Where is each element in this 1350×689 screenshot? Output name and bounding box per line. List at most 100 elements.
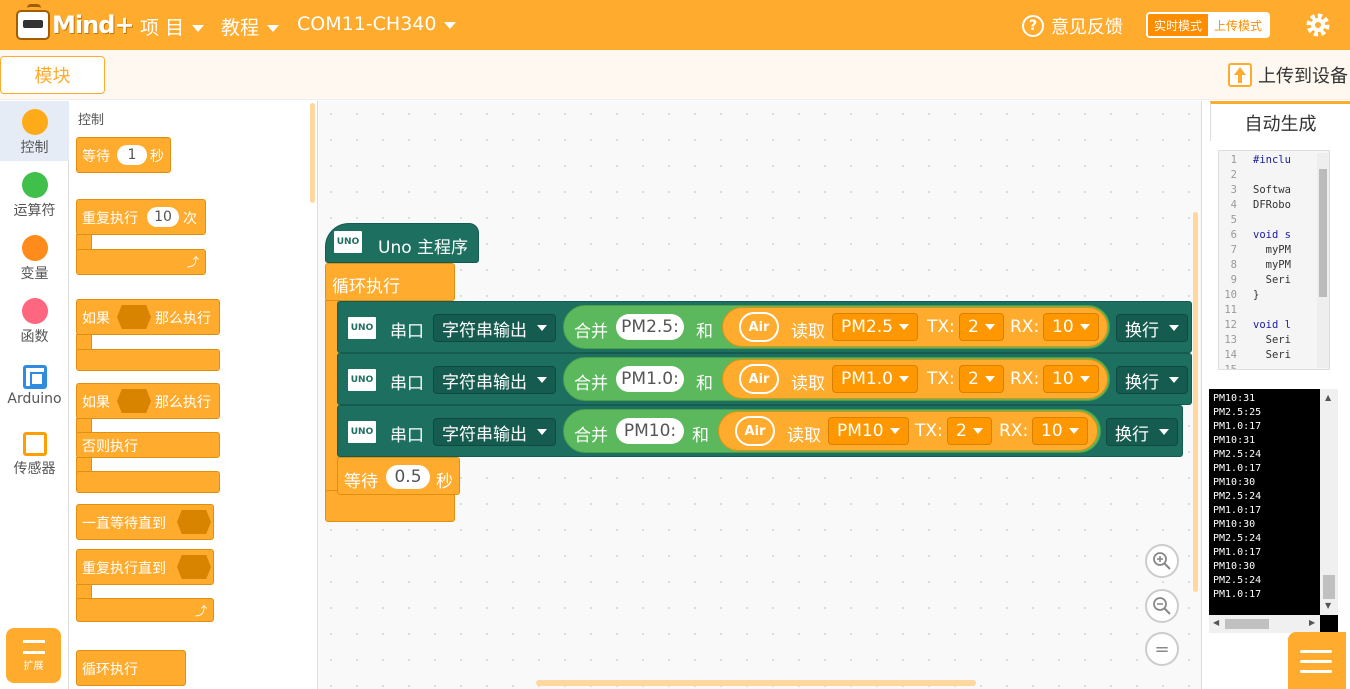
boolean-slot[interactable] (117, 389, 151, 413)
code-line: 11 (1219, 304, 1329, 319)
text-input[interactable]: PM1.0: (616, 366, 684, 392)
pm-type-dropdown[interactable]: PM10 (828, 417, 909, 445)
terminal-line: PM10:31 (1213, 393, 1256, 404)
extension-button[interactable]: 扩展 (6, 628, 61, 683)
mode-realtime-button[interactable]: 实时模式 (1148, 14, 1209, 36)
scroll-thumb[interactable] (1323, 575, 1335, 599)
palette-if-block[interactable]: 如果 那么执行 (76, 299, 220, 335)
code-line: 2 (1219, 169, 1329, 184)
serial-mode-dropdown[interactable]: 字符串输出 (433, 418, 556, 446)
zoom-in-button[interactable] (1145, 544, 1179, 578)
code-text (1253, 364, 1313, 369)
terminal-vertical-scrollbar[interactable]: ▲ ▼ (1320, 389, 1338, 615)
rx-pin-dropdown[interactable]: 10 (1043, 365, 1099, 393)
boolean-slot[interactable] (177, 510, 211, 534)
zoom-reset-button[interactable]: = (1145, 632, 1179, 666)
palette-if-else-block[interactable]: 如果 那么执行 (76, 383, 220, 419)
terminal-line: PM1.0:17 (1213, 589, 1262, 600)
terminal-line: PM2.5:24 (1213, 491, 1262, 502)
tab-auto-generate[interactable]: 自动生成 (1210, 101, 1350, 141)
dropdown-value: 2 (956, 421, 967, 441)
wait-input[interactable]: 1 (117, 145, 147, 165)
workspace-vertical-scrollbar[interactable] (1193, 212, 1198, 592)
serial-mode-dropdown[interactable]: 字符串输出 (433, 314, 556, 342)
zoom-out-button[interactable] (1145, 589, 1179, 623)
category-sensors[interactable]: 传感器 (0, 424, 69, 484)
wait-block[interactable]: 等待 0.5 秒 (337, 457, 460, 495)
join-block[interactable]: 合并 PM1.0: 和 Air 读取 PM1.0 TX: 2 RX: 10 (563, 357, 1110, 401)
category-label: 变量 (20, 266, 49, 282)
menu-port[interactable]: COM11-CH340 (297, 13, 457, 35)
newline-dropdown[interactable]: 换行 (1116, 366, 1188, 394)
category-functions[interactable]: 函数 (0, 290, 69, 350)
menu-tutorial-label: 教程 (221, 17, 260, 39)
tx-pin-dropdown[interactable]: 2 (947, 417, 992, 445)
scroll-thumb[interactable] (1319, 169, 1327, 297)
workspace-horizontal-scrollbar[interactable] (536, 680, 976, 686)
palette-repeat-until-block[interactable]: 重复执行直到 (76, 549, 214, 585)
repeat-input[interactable]: 10 (147, 207, 179, 227)
text-input[interactable]: PM2.5: (616, 314, 684, 340)
functions-dot-icon (21, 298, 48, 324)
scroll-up-icon: ▲ (1325, 393, 1332, 402)
serial-print-block-1[interactable]: UNO 串口 字符串输出 合并 PM2.5: 和 Air 读取 PM2.5 TX… (337, 301, 1192, 353)
join-block[interactable]: 合并 PM10: 和 Air 读取 PM10 TX: 2 RX: 10 (563, 409, 1101, 453)
category-arduino[interactable]: Arduino (0, 357, 69, 417)
pm-type-dropdown[interactable]: PM2.5 (832, 313, 918, 341)
terminal-horizontal-scrollbar[interactable]: ◀ ▶ (1209, 615, 1320, 633)
scroll-thumb[interactable] (1225, 619, 1269, 629)
line-number: 15 (1224, 364, 1237, 370)
forever-loop-block[interactable]: 循环执行 (325, 263, 455, 301)
category-label: 传感器 (13, 461, 56, 477)
palette-wait-block[interactable]: 等待 1 秒 (76, 137, 171, 173)
mode-upload-button[interactable]: 上传模式 (1208, 14, 1269, 36)
and-label: 和 (696, 322, 713, 342)
menu-tutorial[interactable]: 教程 (221, 13, 280, 40)
text-input[interactable]: PM10: (616, 418, 684, 444)
menu-project[interactable]: 项 目 (140, 13, 205, 40)
pm-type-dropdown[interactable]: PM1.0 (832, 365, 918, 393)
category-operators[interactable]: 运算符 (0, 164, 69, 224)
feedback-button[interactable]: ? 意见反馈 (1022, 13, 1123, 39)
palette-scrollbar[interactable] (310, 103, 315, 203)
gear-icon[interactable] (1305, 12, 1331, 38)
zoom-in-icon (1153, 552, 1171, 570)
upload-button[interactable]: 上传到设备 (1228, 62, 1348, 88)
code-scrollbar[interactable] (1317, 153, 1329, 368)
category-variables[interactable]: 变量 (0, 227, 69, 287)
zoom-reset-icon: = (1154, 638, 1170, 660)
air-sensor-read-block[interactable]: Air 读取 PM10 TX: 2 RX: 10 (718, 411, 1098, 451)
tx-pin-dropdown[interactable]: 2 (959, 313, 1004, 341)
palette-repeat-block[interactable]: 重复执行 10 次 (76, 199, 206, 235)
rx-pin-dropdown[interactable]: 10 (1043, 313, 1099, 341)
rx-pin-dropdown[interactable]: 10 (1032, 417, 1088, 445)
serial-mode-dropdown[interactable]: 字符串输出 (433, 366, 556, 394)
newline-dropdown[interactable]: 换行 (1106, 418, 1178, 446)
palette-wait-until-block[interactable]: 一直等待直到 (76, 504, 214, 540)
robot-icon (16, 4, 50, 40)
uno-board-icon: UNO (346, 315, 378, 341)
read-label: 读取 (791, 322, 825, 342)
tx-pin-dropdown[interactable]: 2 (959, 365, 1004, 393)
boolean-slot[interactable] (117, 305, 151, 329)
category-control[interactable]: 控制 (0, 101, 69, 161)
wait-seconds-input[interactable]: 0.5 (386, 465, 430, 489)
boolean-slot[interactable] (177, 555, 211, 579)
palette-forever-block[interactable]: 循环执行 (76, 650, 186, 686)
block-footer: ⤴ (76, 598, 214, 622)
serial-print-block-2[interactable]: UNO 串口 字符串输出 合并 PM1.0: 和 Air 读取 PM1.0 TX… (337, 353, 1192, 405)
block-label: 那么执行 (155, 311, 211, 327)
join-block[interactable]: 合并 PM2.5: 和 Air 读取 PM2.5 TX: 2 RX: 10 (563, 305, 1110, 349)
serial-print-block-3[interactable]: UNO 串口 字符串输出 合并 PM10: 和 Air 读取 PM10 TX: … (337, 405, 1183, 457)
loop-arrow-icon: ⤴ (195, 604, 208, 618)
tab-blocks[interactable]: 模块 (0, 56, 105, 94)
dropdown-value: PM1.0 (841, 369, 893, 389)
uno-main-hat-block[interactable]: UNO Uno 主程序 (325, 223, 479, 263)
serial-panel-toggle-button[interactable] (1288, 632, 1346, 689)
air-sensor-read-block[interactable]: Air 读取 PM1.0 TX: 2 RX: 10 (722, 359, 1108, 399)
extension-label: 扩展 (23, 660, 44, 672)
air-sensor-read-block[interactable]: Air 读取 PM2.5 TX: 2 RX: 10 (722, 307, 1108, 347)
newline-dropdown[interactable]: 换行 (1116, 314, 1188, 342)
